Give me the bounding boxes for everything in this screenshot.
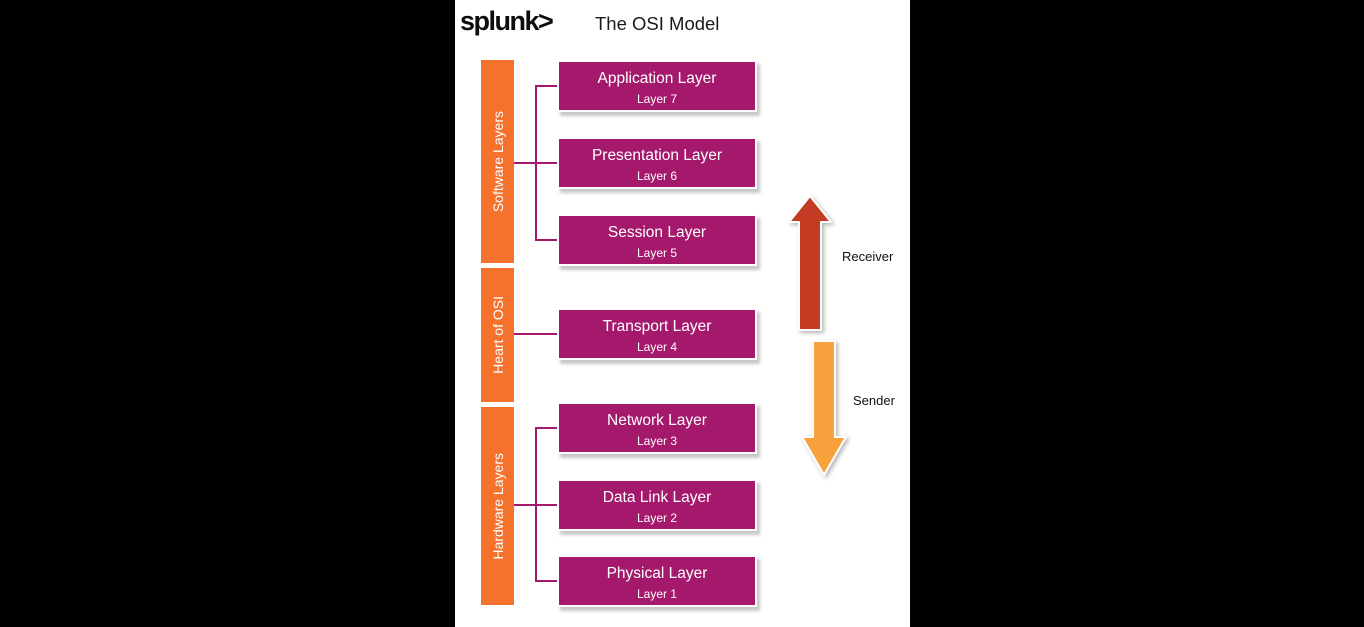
connector-line [535,239,557,241]
layer-box-presentation: Presentation Layer Layer 6 [557,137,757,189]
layer-number: Layer 2 [636,511,678,525]
connector-line [535,427,537,582]
layer-box-physical: Physical Layer Layer 1 [557,555,757,607]
sender-label: Sender [853,393,895,408]
connector-line [535,427,557,429]
group-bar-label: Hardware Layers [489,452,506,560]
group-bar-heart-of-osi: Heart of OSI [481,268,514,402]
layer-box-transport: Transport Layer Layer 4 [557,308,757,360]
layer-name: Session Layer [607,224,707,241]
connector-line [535,580,557,582]
layer-name: Presentation Layer [591,147,723,164]
receiver-label: Receiver [842,249,894,264]
layer-name: Data Link Layer [602,489,712,506]
group-bar-label: Heart of OSI [489,296,506,374]
group-bar-software-layers: Software Layers [481,60,514,263]
page-title: The OSI Model [595,13,720,34]
layer-number: Layer 7 [636,92,678,106]
receiver-up-arrow-icon [788,195,832,331]
layer-number: Layer 3 [636,434,678,448]
layer-number: Layer 5 [636,246,678,260]
layer-box-network: Network Layer Layer 3 [557,402,757,454]
connector-line [535,85,537,241]
splunk-logo: splunk> [460,6,554,36]
layer-name: Physical Layer [606,565,708,582]
layer-name: Transport Layer [602,318,712,335]
osi-diagram-panel: splunk> The OSI Model Software Layers He… [455,0,910,627]
connector-line [514,333,557,335]
layer-number: Layer 6 [636,169,678,183]
connector-line [535,85,557,87]
sender-down-arrow-icon [801,340,847,476]
group-bar-label: Software Layers [489,110,506,213]
group-bar-hardware-layers: Hardware Layers [481,407,514,605]
layer-box-data-link: Data Link Layer Layer 2 [557,479,757,531]
layer-box-application: Application Layer Layer 7 [557,60,757,112]
layer-number: Layer 1 [636,587,678,601]
layer-name: Network Layer [607,412,707,429]
layer-box-session: Session Layer Layer 5 [557,214,757,266]
layer-number: Layer 4 [636,340,678,354]
layer-name: Application Layer [597,70,717,87]
